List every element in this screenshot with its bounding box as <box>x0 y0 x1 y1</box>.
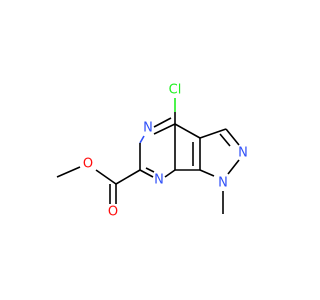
bond-n1-c7a <box>164 169 176 178</box>
molecule-diagram: Cl N N N N O O <box>56 83 248 220</box>
bond-ccarbonyl-oester <box>95 169 117 185</box>
bond-c4-n3 <box>153 123 176 135</box>
bond-n1-c7a-pz <box>199 169 215 177</box>
atom-label-n-lower: N <box>154 173 164 188</box>
bond-c3a-c3 <box>199 128 227 139</box>
bond-c3-n2 <box>225 128 240 146</box>
atom-label-n-pyrazole-1: N <box>218 176 228 191</box>
bond-c4-c3a <box>174 123 201 139</box>
atom-label-o-ester: O <box>83 157 93 172</box>
atom-label-o-carbonyl: O <box>108 205 118 220</box>
bond-c3-n2-double <box>219 133 231 147</box>
bond-c4-n3-double <box>153 117 172 128</box>
bond-n2-n1 <box>227 159 240 175</box>
atom-label-chlorine: Cl <box>169 83 182 98</box>
bond-c2-n1 <box>139 169 154 178</box>
bond-oester-methyl <box>56 166 81 178</box>
atom-label-n-pyrazole-2: N <box>238 146 248 161</box>
bond-n3-c2-upper <box>139 135 145 144</box>
bond-c2-n1-double <box>145 167 155 173</box>
bond-c2-ccarbonyl <box>115 169 141 185</box>
atom-label-n-upper: N <box>143 121 153 136</box>
